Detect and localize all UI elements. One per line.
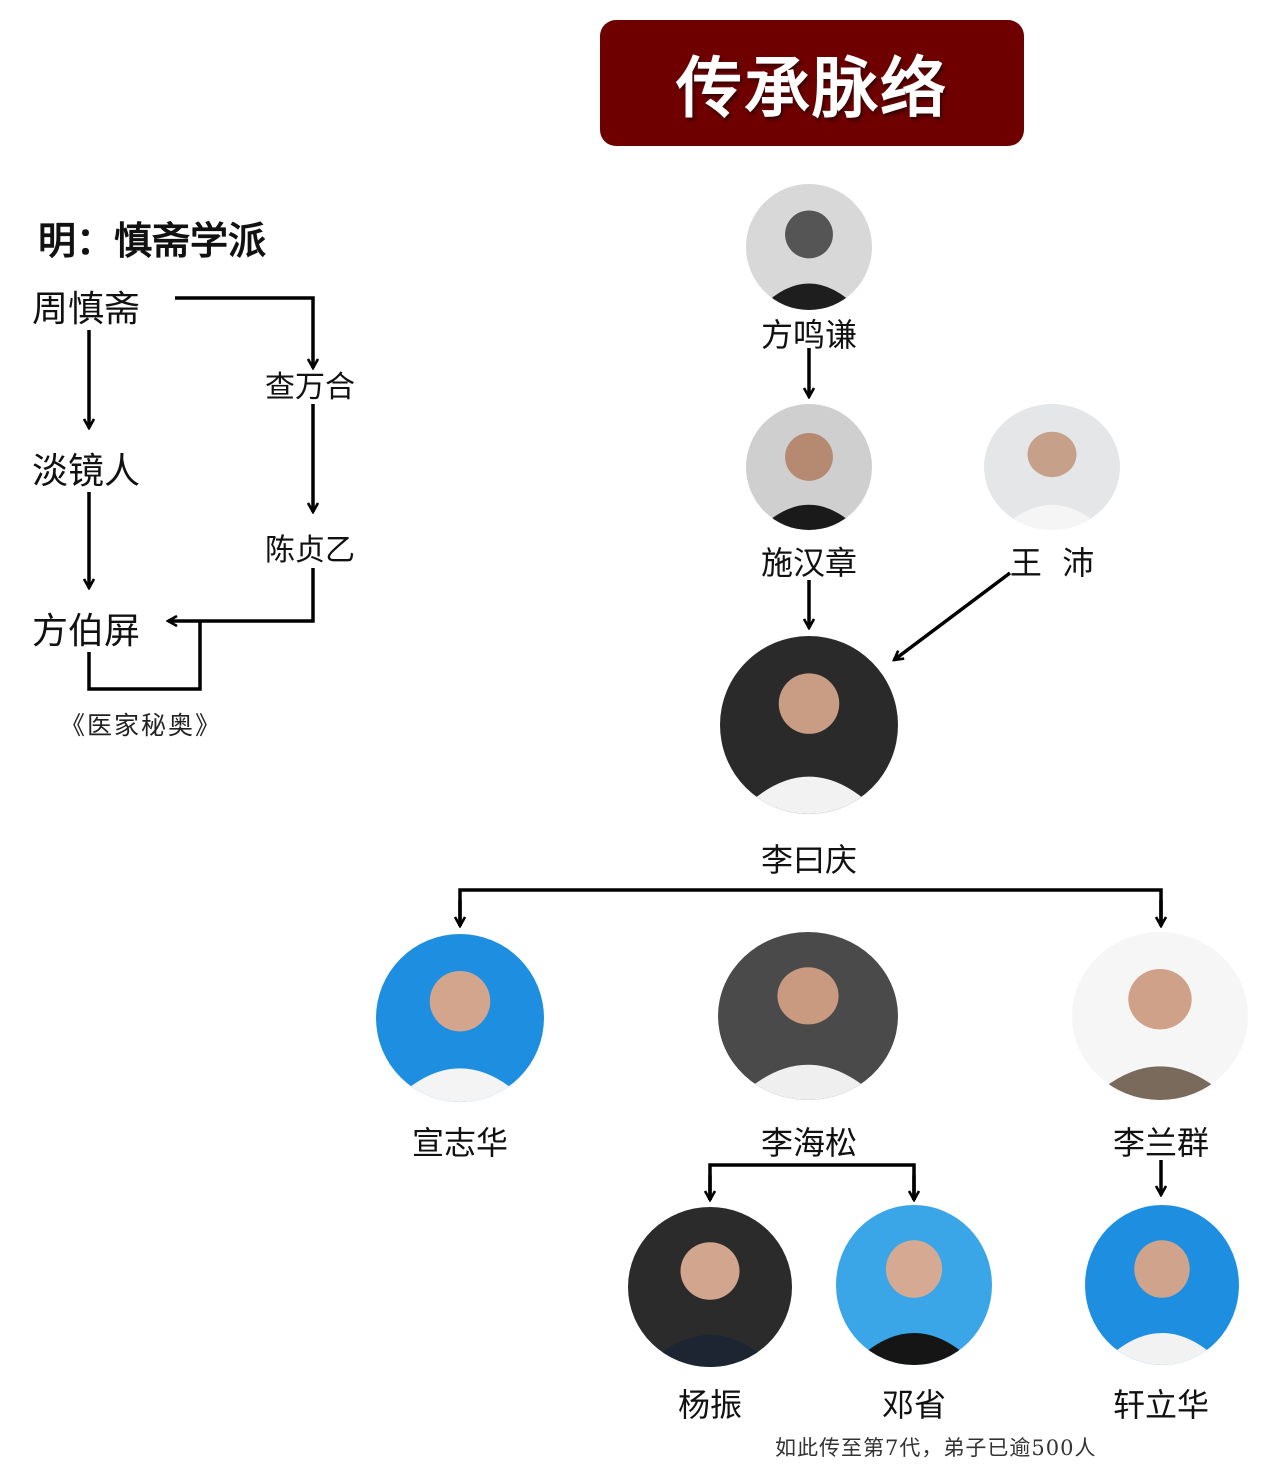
portrait-xuan-zhihua (376, 934, 544, 1102)
footnote: 如此传至第7代，弟子已逾500人 (775, 1436, 1097, 1460)
portrait-shi-hanzhang (746, 404, 872, 530)
name-xuan-lihua: 轩立华 (1112, 1386, 1210, 1424)
portrait-fang-mingqian (746, 184, 872, 310)
member-cha: 查万合 (265, 370, 355, 405)
name-deng-sheng: 邓省 (881, 1386, 947, 1424)
name-wang-pei: 王 沛 (1009, 544, 1095, 582)
school-title: 明：慎斋学派 (38, 219, 267, 263)
name-xuan-zhihua: 宣志华 (411, 1124, 509, 1162)
member-tan: 淡镜人 (32, 451, 141, 492)
portrait-wang-pei (984, 404, 1120, 530)
member-chen: 陈贞乙 (265, 533, 355, 568)
branch-li-haisong (708, 1163, 916, 1200)
portrait-deng-sheng (836, 1205, 992, 1365)
arrow-chen-to-fang (168, 568, 315, 621)
portrait-li-haisong (718, 932, 898, 1100)
member-zhou: 周慎斋 (32, 289, 141, 330)
title-banner: 传承脉络 (600, 20, 1024, 146)
arrow-wang-to-li (894, 571, 1012, 660)
bracket-fang-book (87, 621, 202, 691)
portrait-xuan-lihua (1085, 1205, 1239, 1365)
name-li-riqing: 李曰庆 (760, 841, 858, 879)
arrow-zhou-to-cha (175, 296, 313, 368)
name-li-haisong: 李海松 (760, 1124, 858, 1162)
name-li-lanqun: 李兰群 (1112, 1124, 1210, 1162)
name-shi-hanzhang: 施汉章 (760, 544, 858, 582)
portrait-yang-zhen (628, 1207, 792, 1367)
portrait-li-lanqun (1072, 932, 1248, 1100)
branch-li-riqing (458, 888, 1163, 926)
book-title: 《医家秘奥》 (60, 711, 223, 740)
name-yang-zhen: 杨振 (677, 1386, 743, 1424)
member-fang: 方伯屏 (32, 611, 141, 652)
name-fang-mingqian: 方鸣谦 (760, 316, 858, 354)
portrait-li-riqing (720, 636, 898, 814)
page-title: 传承脉络 (676, 50, 948, 127)
